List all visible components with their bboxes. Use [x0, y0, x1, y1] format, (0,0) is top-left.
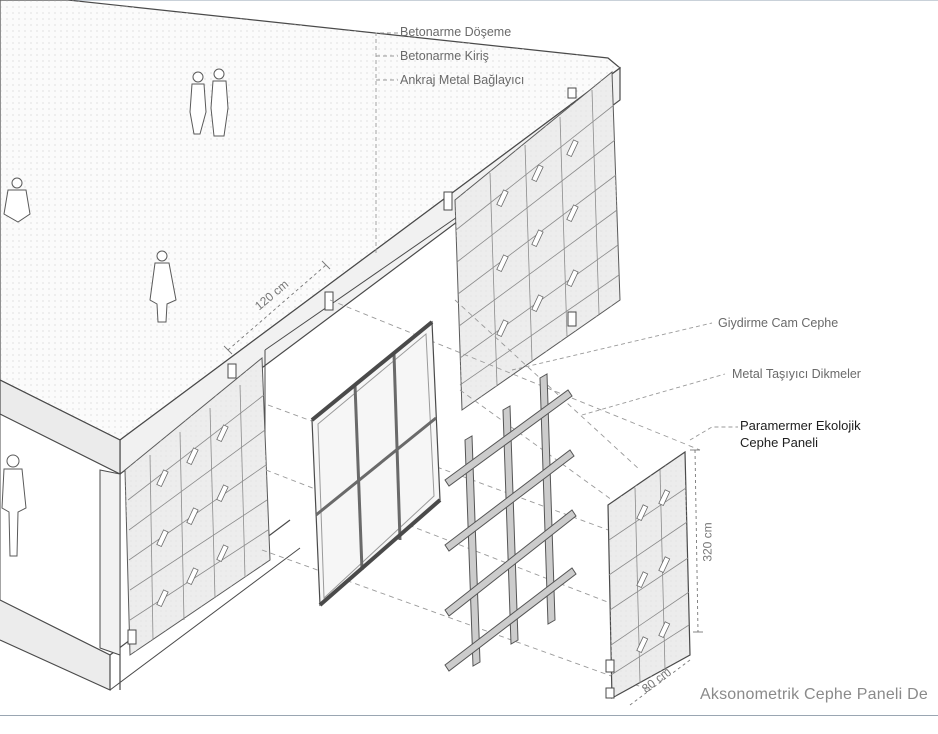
- label-leaders: [375, 32, 738, 441]
- anchor-brackets: [127, 87, 577, 645]
- label-panel-line2: Cephe Paneli: [740, 435, 819, 450]
- drawing-title: Aksonometrik Cephe Paneli De: [700, 686, 928, 703]
- facade-panel-array-left: [124, 356, 271, 656]
- figure-pair-top: [189, 68, 229, 137]
- human-figures: [1, 68, 229, 557]
- dim-height: 320 cm: [700, 522, 715, 562]
- metal-stud-grid: [444, 373, 577, 672]
- label-curtain-wall: Giydirme Cam Cephe: [718, 316, 839, 330]
- lower-slab-edge: [0, 599, 111, 691]
- label-panel-line1: Paramermer Ekolojik: [740, 418, 861, 433]
- interior-column-face: [99, 469, 121, 656]
- slab-dot-hatch: [0, 0, 620, 440]
- paramermer-panel: [605, 450, 691, 700]
- dimension-lines: [227, 264, 699, 706]
- label-metal-studs: Metal Taşıyıcı Dikmeler: [732, 367, 861, 381]
- top-border: [0, 0, 938, 1]
- bottom-border: [0, 715, 938, 716]
- curtain-wall-frame: [310, 320, 442, 607]
- facade-panel-array-right: [454, 70, 621, 411]
- figure-standing-lower: [1, 454, 27, 557]
- label-beam: Betonarme Kiriş: [400, 49, 489, 63]
- figure-sitting-left: [3, 177, 31, 223]
- label-anchor: Ankraj Metal Bağlayıcı: [400, 73, 525, 87]
- label-slab: Betonarme Döşeme: [400, 25, 512, 39]
- figure-standing-center: [149, 250, 177, 323]
